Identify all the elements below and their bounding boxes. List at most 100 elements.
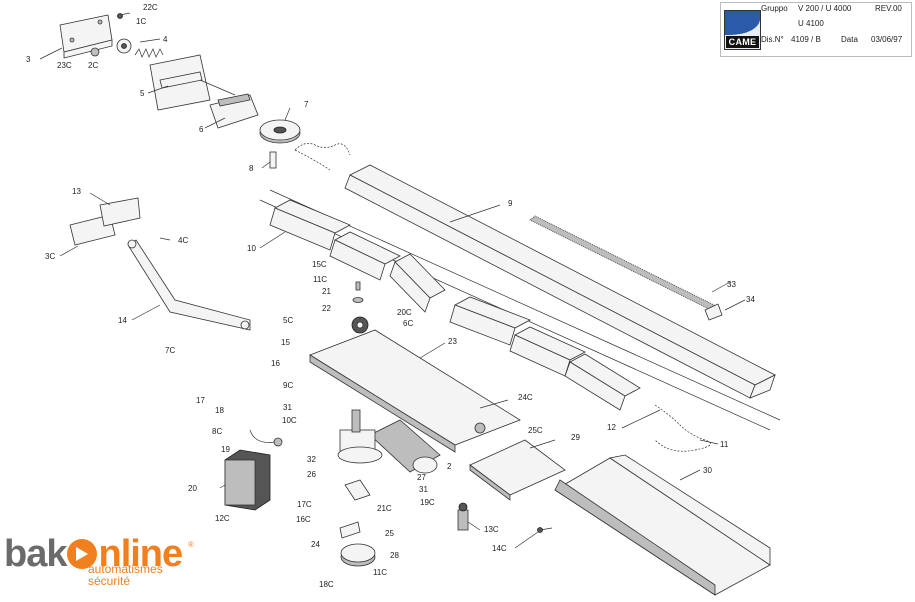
data-value: 03/06/97	[871, 35, 903, 44]
part-13c-fuse	[457, 502, 469, 531]
part-label-13C: 13C	[484, 525, 499, 534]
part-label-18C: 18C	[319, 580, 334, 589]
part-24-clip	[339, 521, 361, 539]
brand-tagline-2: sécurité	[88, 574, 131, 588]
part-label-5: 5	[140, 89, 145, 98]
revision: REV.00	[875, 4, 902, 13]
part-20-transformer	[224, 449, 271, 511]
gruppo-value: V 200 / U 4000	[798, 4, 852, 13]
chain-upper	[294, 143, 351, 171]
data-label: Data	[841, 35, 858, 44]
part-label-33: 33	[727, 280, 736, 289]
part-label-7: 7	[304, 100, 309, 109]
part-label-1C: 1C	[136, 17, 146, 26]
brand-tagline-1: automatismes	[88, 562, 163, 576]
part-label-11C: 11C	[313, 275, 327, 284]
part-label-16C: 16C	[296, 515, 311, 524]
part-label-32: 32	[307, 455, 316, 464]
part-label-30: 30	[703, 466, 712, 475]
part-5-arm-bracket	[149, 54, 236, 111]
dis-value: 4109 / B	[791, 35, 821, 44]
part-label-9C: 9C	[283, 381, 293, 390]
part-label-6C: 6C	[403, 319, 413, 328]
part-label-20C: 20C	[397, 308, 412, 317]
part-label-15: 15	[281, 338, 290, 347]
part-label-21C: 21C	[377, 504, 392, 513]
part-label-15C: 15C	[312, 260, 327, 269]
part-label-17: 17	[196, 396, 205, 405]
part-label-27: 27	[417, 473, 426, 482]
part-label-29: 29	[571, 433, 580, 442]
part-label-20: 20	[188, 484, 197, 493]
part-19-cable	[249, 429, 283, 447]
part-label-8C: 8C	[212, 427, 222, 436]
part-label-12C: 12C	[215, 514, 230, 523]
chain-lower	[654, 404, 711, 452]
part-28-pulley	[340, 543, 376, 567]
part-labels: 22C 1C 3 23C 2C 4 5 6 7 8 9 10 13 4C 3C …	[26, 3, 755, 589]
part-29-control-board	[469, 439, 566, 501]
rail-segments	[269, 199, 641, 411]
part-6-plate	[209, 93, 259, 129]
gruppo-label: Gruppo	[761, 4, 788, 13]
bakonline-logo: bak nline ® automatismes sécurité	[0, 512, 215, 602]
part-22-gear	[351, 316, 369, 334]
part-2c-washer	[116, 38, 132, 54]
leader-lines	[39, 38, 746, 549]
part-label-18: 18	[215, 406, 224, 415]
part-label-31b: 31	[419, 485, 428, 494]
part-34-end-clip	[704, 303, 723, 321]
part-label-4: 4	[163, 35, 168, 44]
part-label-25C: 25C	[528, 426, 543, 435]
part-label-11C-b: 11C	[373, 568, 387, 577]
play-circle-icon	[67, 539, 98, 569]
part-label-23: 23	[448, 337, 457, 346]
part-14c-screw	[537, 527, 553, 533]
part-21-washer	[352, 297, 364, 303]
part-label-6: 6	[199, 125, 204, 134]
part-label-19C: 19C	[420, 498, 435, 507]
part-label-12: 12	[607, 423, 616, 432]
brand-part1: bak	[4, 533, 67, 575]
part-33-strip	[529, 215, 721, 313]
part-label-13: 13	[72, 187, 81, 196]
title-block: CAME Gruppo V 200 / U 4000 REV.00 U 4100…	[720, 2, 912, 57]
dis-label: Dis.N°	[761, 35, 784, 44]
part-8-pin	[269, 151, 277, 169]
part-label-4C: 4C	[178, 236, 188, 245]
part-label-14C: 14C	[492, 544, 507, 553]
brand-part2: nline	[98, 533, 183, 575]
came-logo-text: CAME	[726, 36, 759, 48]
model: U 4100	[798, 19, 824, 28]
part-13-bracket	[69, 197, 141, 246]
part-23-base-plate	[309, 329, 521, 453]
part-label-34: 34	[746, 295, 755, 304]
part-9-rail	[259, 164, 781, 431]
part-label-31: 31	[283, 403, 292, 412]
registered-mark: ®	[188, 540, 194, 549]
part-label-3C: 3C	[45, 252, 55, 261]
part-label-26: 26	[307, 470, 316, 479]
brand-name: bak nline	[4, 533, 183, 575]
part-label-7C: 7C	[165, 346, 175, 355]
part-label-17C: 17C	[297, 500, 312, 509]
came-logo: CAME	[724, 10, 761, 50]
part-label-22: 22	[322, 304, 331, 313]
part-11c-screw	[355, 281, 361, 291]
part-label-8: 8	[249, 164, 254, 173]
part-label-24C: 24C	[518, 393, 533, 402]
part-label-19: 19	[221, 445, 230, 454]
part-label-23C: 23C	[57, 61, 72, 70]
part-30-cover	[554, 454, 771, 596]
part-label-2: 2	[447, 462, 452, 471]
part-label-28: 28	[390, 551, 399, 560]
part-label-5C: 5C	[283, 316, 293, 325]
part-label-10: 10	[247, 244, 256, 253]
part-label-11: 11	[720, 440, 729, 449]
part-label-3: 3	[26, 55, 31, 64]
part-1c-screw	[117, 12, 131, 19]
part-2-motor	[369, 419, 441, 474]
part-label-22C: 22C	[143, 3, 158, 12]
part-32-gearbox	[337, 409, 383, 464]
